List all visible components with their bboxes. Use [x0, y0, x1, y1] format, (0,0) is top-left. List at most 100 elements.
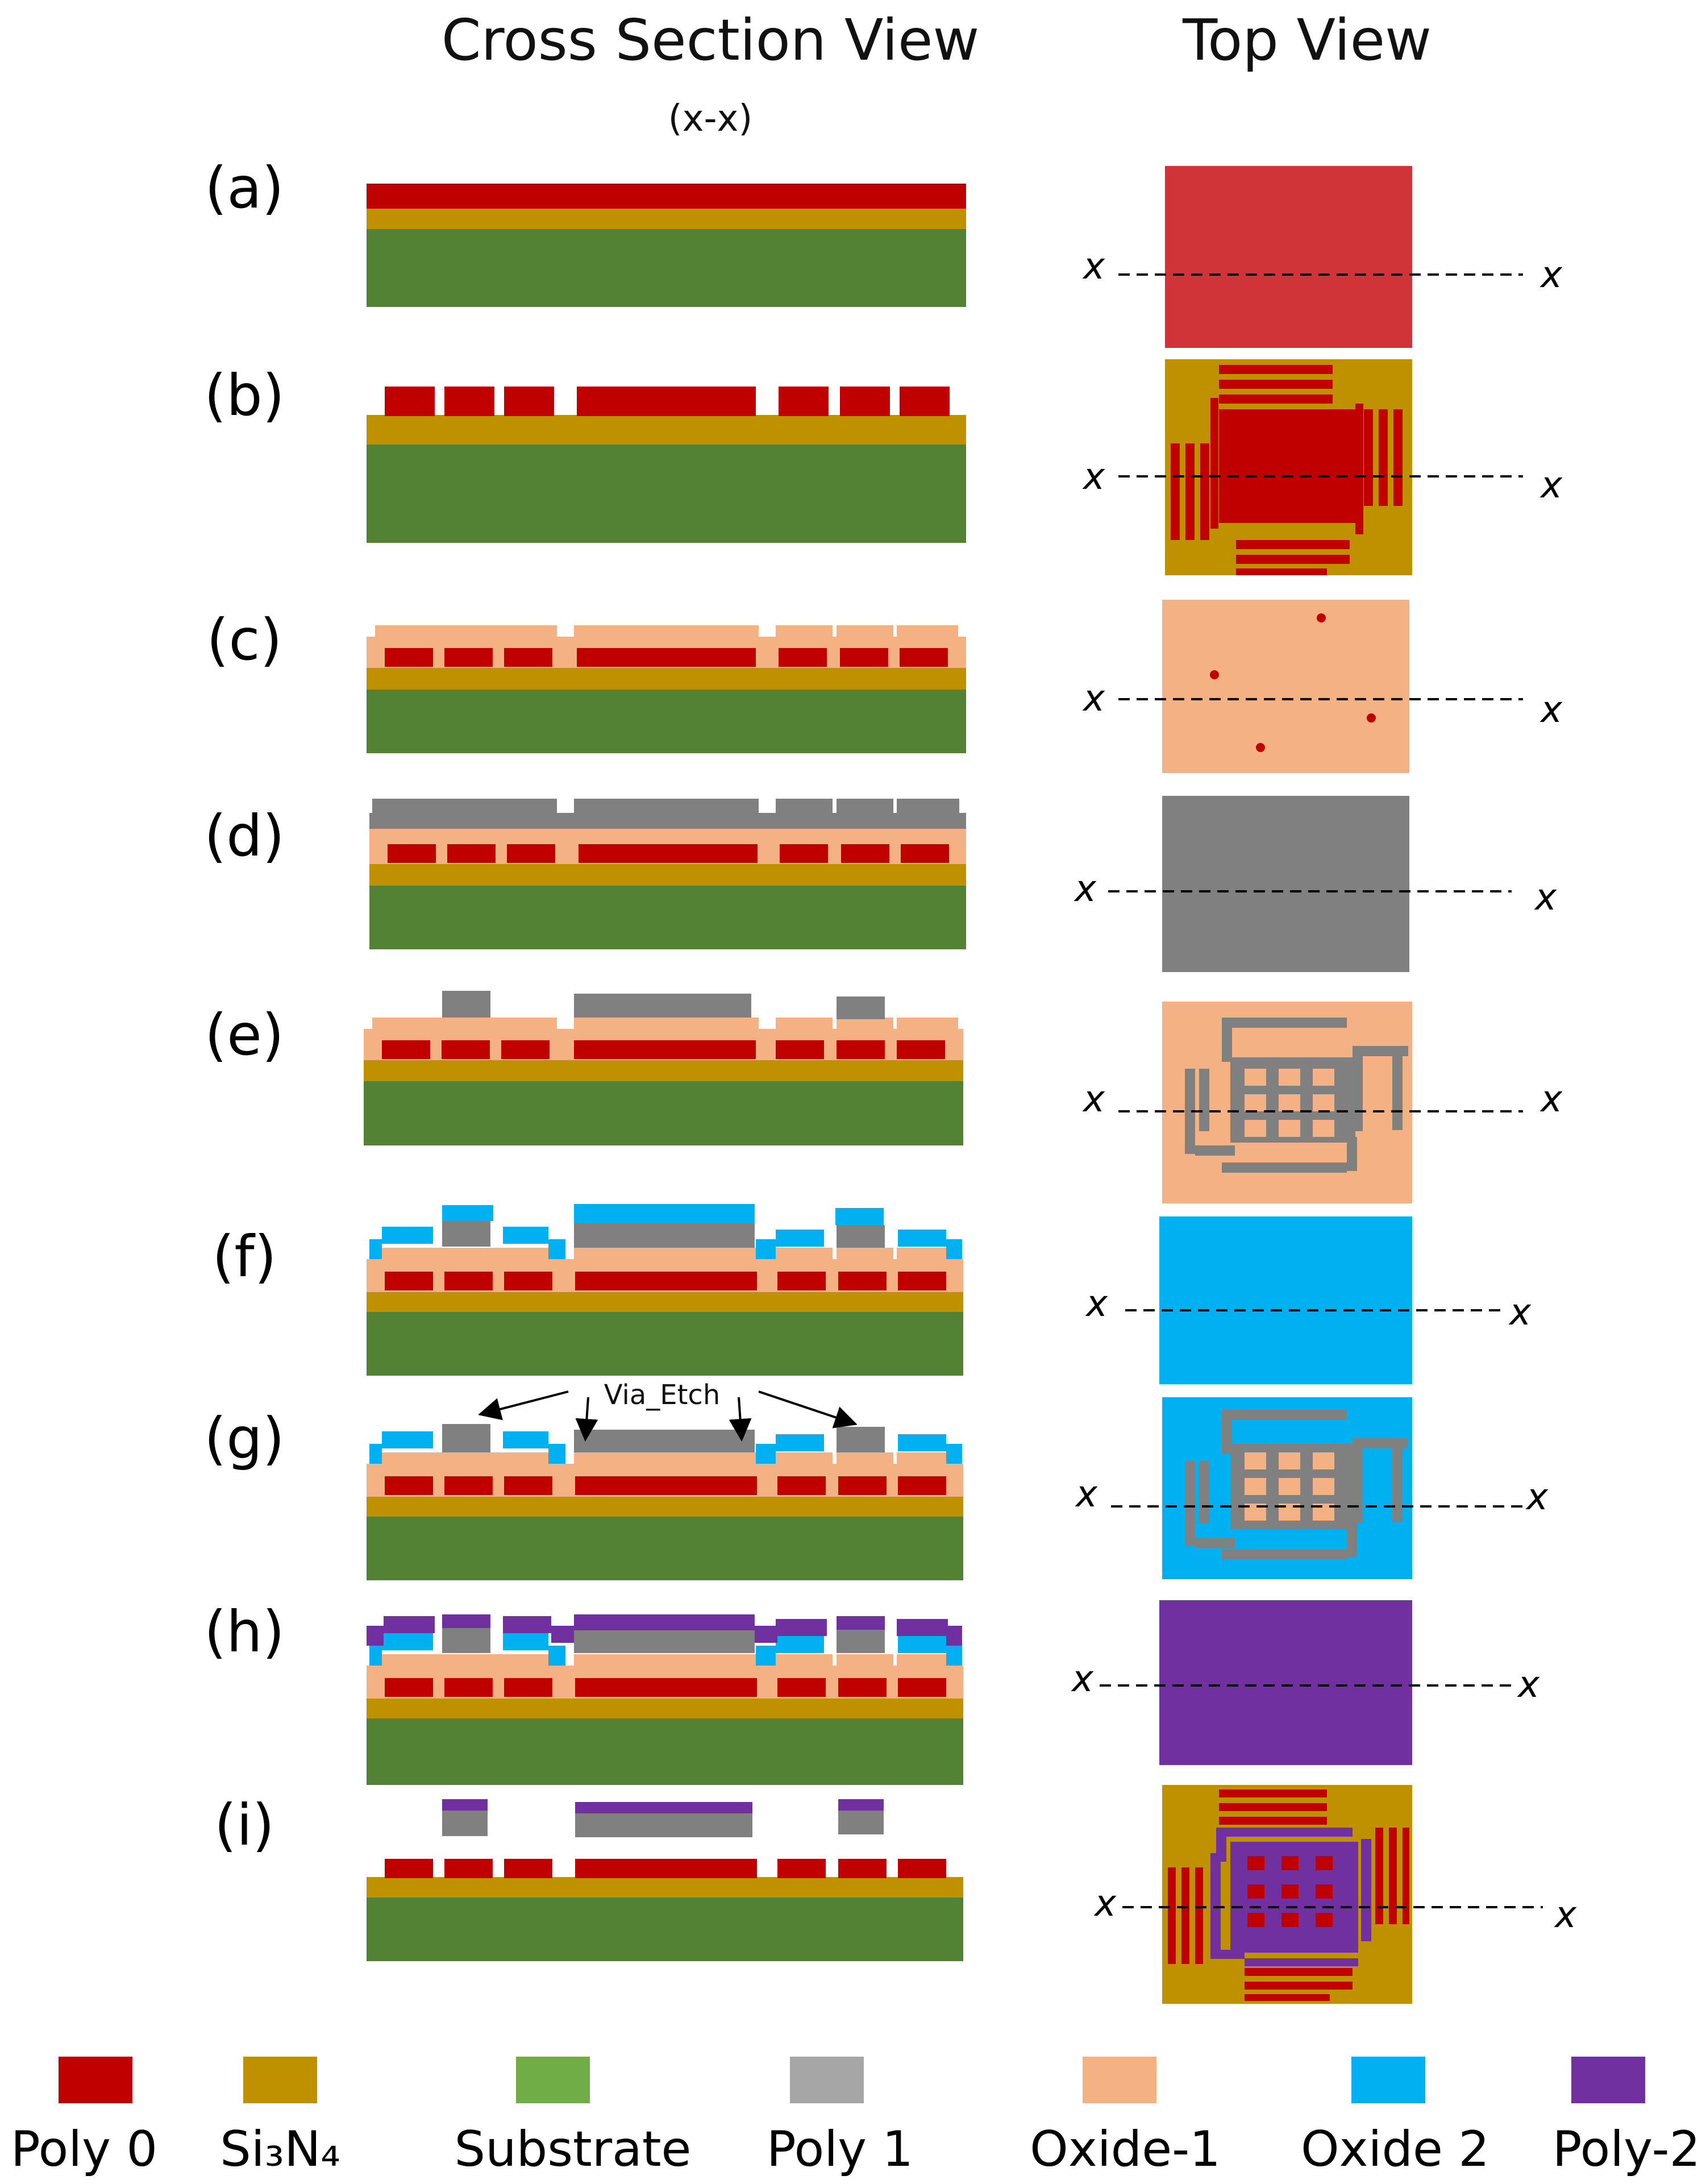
cross-section-subheading: (x-x): [668, 98, 753, 140]
legend-item-poly0: Poly 0: [11, 2057, 157, 2178]
legend-swatch: [59, 2057, 132, 2103]
poly0-combs: [1168, 1789, 1409, 2001]
legend-swatch: [1083, 2057, 1156, 2103]
legend-swatch: [516, 2057, 590, 2103]
cross-section-i: [367, 1799, 963, 1961]
oxide2-layer: [369, 1431, 962, 1464]
section-marker-right: x: [1517, 1664, 1540, 1706]
step-label-i: (i): [214, 1792, 274, 1858]
oxide2-layer: [369, 1204, 962, 1259]
section-marker-right: x: [1539, 254, 1563, 296]
legend-item-substrate: Substrate: [455, 2057, 691, 2178]
poly0-pattern: [382, 1040, 945, 1059]
section-marker-right: x: [1525, 1476, 1549, 1518]
substrate-layer: [367, 1896, 963, 1961]
section-marker-left: x: [1082, 456, 1105, 498]
top-view-i: x x: [1093, 1785, 1577, 2004]
top-view-e: x x: [1082, 1002, 1563, 1203]
legend-item-si3n4: Si₃N₄: [220, 2057, 340, 2178]
legend-label: Oxide-1: [1030, 2121, 1221, 2178]
si3n4-layer: [367, 415, 966, 445]
cross-section-a: [367, 184, 966, 307]
legend: Poly 0 Si₃N₄ Substrate Poly 1 Oxide-1 Ox…: [11, 2057, 1700, 2178]
section-marker-left: x: [1082, 1078, 1105, 1120]
section-marker-right: x: [1539, 689, 1563, 731]
substrate-layer: [367, 1717, 963, 1785]
via-etch-label: Via_Etch: [604, 1379, 721, 1411]
section-marker-right: x: [1508, 1292, 1532, 1334]
section-marker-left: x: [1085, 1283, 1108, 1325]
via-openings: [1245, 1452, 1334, 1521]
cross-section-d: [369, 799, 966, 949]
si3n4-layer: [364, 1058, 963, 1081]
legend-label: Poly 1: [767, 2121, 913, 2178]
legend-label: Si₃N₄: [220, 2121, 340, 2178]
substrate-layer: [367, 1515, 963, 1580]
poly0-layer: [367, 184, 966, 209]
combs-poly0: [1171, 365, 1403, 575]
legend-label: Oxide 2: [1301, 2121, 1489, 2178]
si3n4-layer: [367, 667, 966, 690]
substrate-layer: [367, 1310, 963, 1376]
substrate-layer: [367, 688, 966, 753]
poly1-pattern: [442, 1627, 885, 1653]
poly0-pattern: [385, 1678, 946, 1697]
oxide2-layer: [369, 1633, 962, 1666]
poly2-layer: [367, 1614, 962, 1646]
section-marker-left: x: [1082, 678, 1105, 720]
poly1-pattern: [442, 1424, 885, 1452]
legend-item-oxide1: Oxide-1: [1030, 2057, 1221, 2178]
section-marker-right: x: [1554, 1894, 1577, 1936]
si3n4-layer: [369, 863, 966, 886]
top-view-d: x x: [1073, 796, 1557, 972]
si3n4-layer: [367, 1877, 963, 1897]
top-view-h: x x: [1071, 1600, 1540, 1765]
step-labels: (a) (b) (c) (d) (e) (f) (g) (h) (i): [204, 155, 285, 1858]
legend-label: Poly 0: [11, 2121, 157, 2178]
poly0-pattern: [388, 844, 949, 863]
top-view-c: x x: [1082, 600, 1563, 773]
section-marker-right: x: [1539, 464, 1563, 506]
legend-swatch: [790, 2057, 864, 2103]
legend-swatch: [1571, 2057, 1645, 2103]
top-view-g: x x: [1075, 1397, 1549, 1579]
step-label-e: (e): [205, 1002, 284, 1068]
poly1-pattern: [442, 991, 885, 1019]
via-etch-arrows: [478, 1390, 858, 1442]
substrate-layer: [369, 884, 966, 949]
anchor-pads: [1247, 1856, 1333, 1927]
combs-poly0-links: [1210, 398, 1363, 534]
poly0-pattern: [385, 387, 950, 416]
substrate-layer: [367, 443, 966, 543]
top-view-a: x x: [1082, 166, 1563, 348]
poly0-pattern: [385, 648, 948, 667]
legend-swatch: [1351, 2057, 1425, 2103]
si3n4-layer: [367, 207, 966, 229]
poly0-pattern: [385, 1859, 946, 1878]
section-marker-left: x: [1071, 1658, 1094, 1700]
step-label-c: (c): [206, 607, 282, 673]
cross-section-e: [364, 991, 963, 1145]
step-label-b: (b): [204, 362, 285, 429]
cross-section-h: [367, 1614, 963, 1785]
step-label-g: (g): [204, 1405, 285, 1472]
legend-label: Poly-2: [1553, 2121, 1700, 2178]
cross-section-f: [367, 1204, 963, 1376]
section-marker-left: x: [1075, 1473, 1098, 1515]
released-structure: [442, 1799, 884, 1837]
si3n4-layer: [367, 1697, 963, 1718]
legend-item-oxide2: Oxide 2: [1301, 2057, 1489, 2178]
step-label-d: (d): [204, 803, 285, 869]
cross-section-c: [367, 625, 966, 753]
legend-item-poly1: Poly 1: [767, 2057, 913, 2178]
si3n4-layer: [367, 1495, 963, 1517]
section-marker-left: x: [1082, 246, 1105, 288]
top-view-heading: Top View: [1182, 7, 1432, 73]
cross-section-g: Via_Etch: [367, 1379, 963, 1580]
poly1-layer: [369, 799, 966, 829]
anchor-holes: [1210, 613, 1376, 752]
section-marker-right: x: [1539, 1078, 1563, 1120]
top-view-f: x x: [1085, 1216, 1532, 1384]
substrate-layer: [364, 1080, 963, 1145]
step-label-a: (a): [205, 155, 284, 221]
